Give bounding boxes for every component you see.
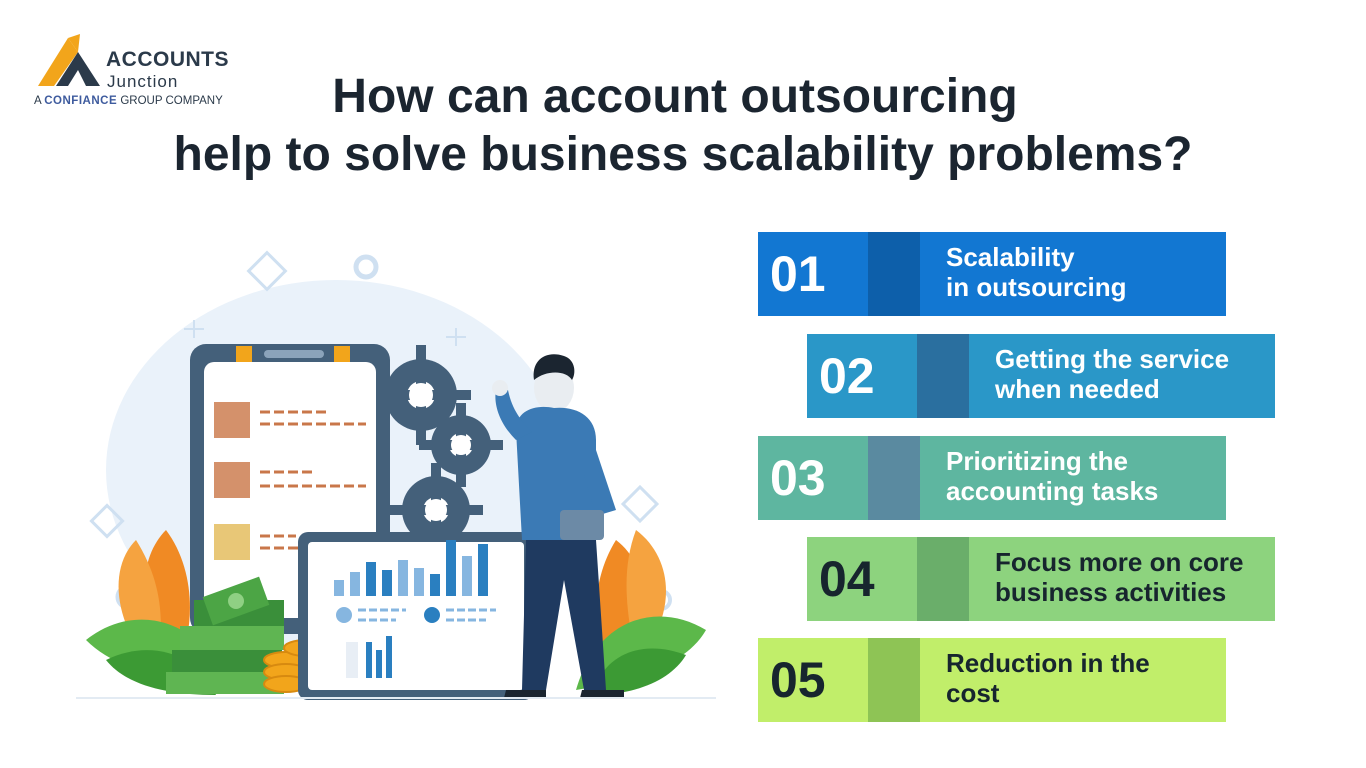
step-02-fold	[917, 334, 973, 418]
step-03-label-line-1: Prioritizing the	[946, 446, 1128, 476]
page-title: How can account outsourcing help to solv…	[0, 68, 1366, 184]
step-01-number: 01	[770, 246, 826, 302]
step-02-label-line-2: when needed	[995, 374, 1160, 404]
step-02-label-box	[969, 334, 1275, 418]
step-02-label: Getting the service when needed	[995, 344, 1285, 404]
step-05-fold	[868, 638, 924, 722]
logo-tagline-prefix: A	[34, 95, 42, 107]
step-04-label: Focus more on core business activities	[995, 547, 1285, 607]
step-01-label-box	[920, 232, 1226, 316]
step-01-number-box	[758, 232, 872, 316]
step-04-number-box	[807, 537, 921, 621]
logo-tagline-brand: CONFIANCE	[44, 95, 118, 107]
step-05: 05 Reduction in the cost	[758, 638, 1228, 722]
step-01-fold	[868, 232, 924, 316]
page-title-line-2: help to solve business scalability probl…	[173, 128, 1193, 181]
logo-triangle-icon	[38, 34, 100, 86]
step-01: 01 Scalability in outsourcing	[758, 232, 1228, 316]
step-03-fold	[868, 436, 924, 520]
step-02-number: 02	[819, 348, 875, 404]
logo-tagline: A CONFIANCE GROUP COMPANY	[34, 95, 223, 107]
step-03-number-box	[758, 436, 872, 520]
step-02: 02 Getting the service when needed	[807, 334, 1277, 418]
page-title-line-1: How can account outsourcing	[332, 70, 1018, 123]
step-05-number: 05	[770, 652, 826, 708]
step-04: 04 Focus more on core business activitie…	[807, 537, 1277, 621]
step-05-label-box	[920, 638, 1226, 722]
step-03: 03 Prioritizing the accounting tasks	[758, 436, 1228, 520]
logo-name-secondary: Junction	[107, 72, 179, 91]
step-04-label-box	[969, 537, 1275, 621]
logo-name-primary: ACCOUNTS	[106, 48, 229, 71]
step-04-label-line-1: Focus more on core	[995, 547, 1244, 577]
step-05-label-line-1: Reduction in the	[946, 648, 1150, 678]
logo-tagline-suffix: GROUP COMPANY	[120, 95, 223, 107]
step-05-number-box	[758, 638, 872, 722]
step-01-label: Scalability in outsourcing	[946, 242, 1236, 302]
step-05-label: Reduction in the cost	[946, 648, 1236, 708]
step-01-label-line-2: in outsourcing	[946, 272, 1127, 302]
step-02-label-line-1: Getting the service	[995, 344, 1230, 374]
step-03-label-box	[920, 436, 1226, 520]
step-02-number-box	[807, 334, 921, 418]
step-01-label-line-1: Scalability	[946, 242, 1075, 272]
company-logo: ACCOUNTS Junction A CONFIANCE GROUP COMP…	[34, 32, 234, 112]
step-04-label-line-2: business activities	[995, 577, 1227, 607]
step-03-label-line-2: accounting tasks	[946, 476, 1159, 506]
step-04-number: 04	[819, 551, 875, 607]
business-outsourcing-illustration-icon	[76, 250, 716, 700]
step-03-number: 03	[770, 450, 826, 506]
step-03-label: Prioritizing the accounting tasks	[946, 446, 1236, 506]
step-04-fold	[917, 537, 973, 621]
step-05-label-line-2: cost	[946, 678, 1000, 708]
